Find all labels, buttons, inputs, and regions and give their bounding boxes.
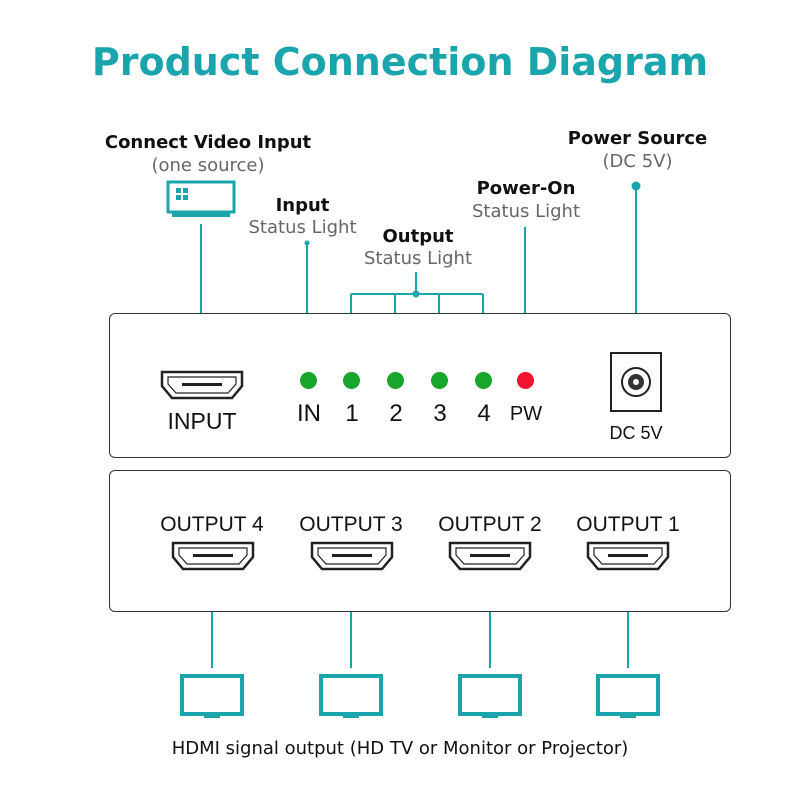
led-label-4: 4 bbox=[477, 400, 491, 427]
led-in bbox=[300, 372, 317, 389]
led-label-pw: PW bbox=[509, 403, 543, 425]
led-output-3 bbox=[431, 372, 448, 389]
connector-dot bbox=[412, 290, 420, 298]
output-3-label: OUTPUT 3 bbox=[299, 513, 403, 536]
page-title: Product Connection Diagram bbox=[91, 40, 709, 84]
led-power bbox=[517, 372, 534, 389]
footer-caption: HDMI signal output (HD TV or Monitor or … bbox=[171, 738, 629, 759]
hdmi-output-2-port bbox=[448, 541, 532, 571]
power-on-sublabel: Status Light bbox=[472, 201, 580, 222]
led-output-2 bbox=[387, 372, 404, 389]
output-1-label: OUTPUT 1 bbox=[576, 513, 680, 536]
hdmi-output-3-port bbox=[310, 541, 394, 571]
monitor-icon bbox=[180, 674, 244, 718]
connector-dot bbox=[304, 240, 310, 246]
output-4-label: OUTPUT 4 bbox=[160, 513, 264, 536]
video-input-label: Connect Video Input bbox=[104, 132, 312, 153]
monitor-icon bbox=[458, 674, 522, 718]
output-2-label: OUTPUT 2 bbox=[438, 513, 542, 536]
dc-label: DC 5V bbox=[609, 423, 663, 443]
video-input-sublabel: (one source) bbox=[151, 155, 265, 176]
input-light-label: Input bbox=[275, 195, 330, 216]
led-label-1: 1 bbox=[345, 400, 359, 427]
input-light-sublabel: Status Light bbox=[248, 217, 357, 238]
back-panel bbox=[109, 470, 731, 612]
led-label-3: 3 bbox=[433, 400, 447, 427]
input-port-label: INPUT bbox=[167, 408, 237, 434]
output-light-sublabel: Status Light bbox=[364, 248, 472, 269]
connector-dot bbox=[631, 181, 641, 191]
hdmi-output-1-port bbox=[586, 541, 670, 571]
hdmi-input-port bbox=[160, 370, 244, 400]
monitor-icon bbox=[319, 674, 383, 718]
led-output-1 bbox=[343, 372, 360, 389]
led-label-in: IN bbox=[297, 400, 321, 427]
led-label-2: 2 bbox=[389, 400, 403, 427]
dc-jack-port bbox=[610, 352, 662, 412]
monitor-icon bbox=[596, 674, 660, 718]
video-source-box-icon bbox=[166, 180, 236, 217]
hdmi-output-4-port bbox=[171, 541, 255, 571]
led-output-4 bbox=[475, 372, 492, 389]
output-light-label: Output bbox=[382, 226, 454, 247]
power-source-sublabel: (DC 5V) bbox=[602, 151, 673, 172]
power-on-label: Power-On bbox=[476, 178, 576, 199]
power-source-label: Power Source bbox=[567, 128, 708, 149]
